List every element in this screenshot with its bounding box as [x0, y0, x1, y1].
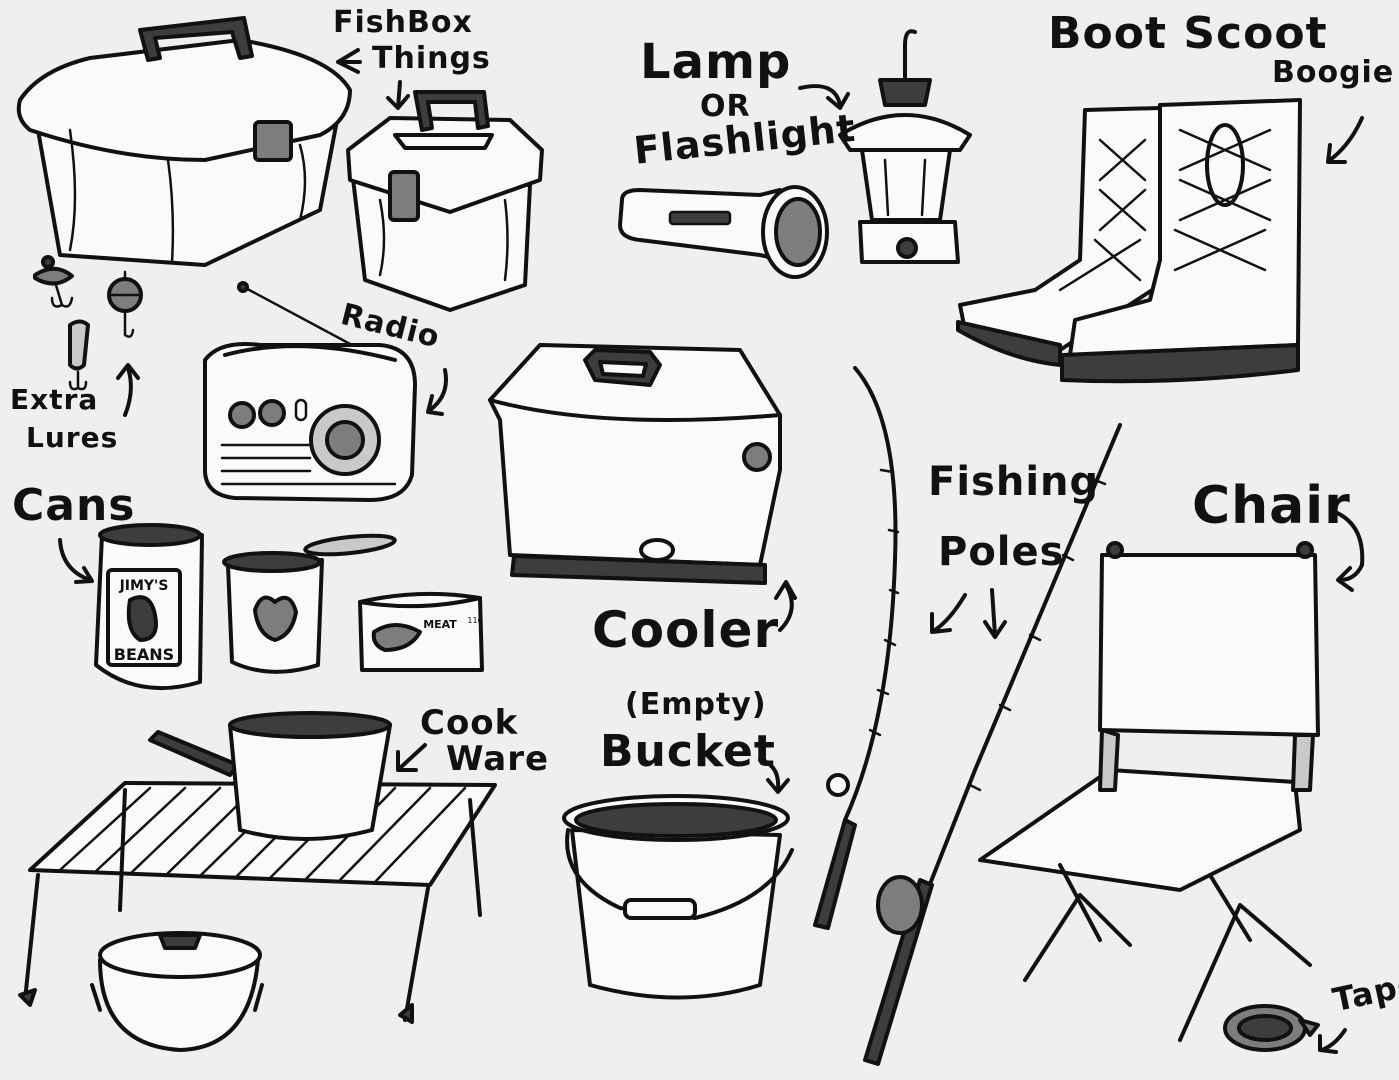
tackle-box-small — [346, 90, 544, 312]
cans: JIMY'S BEANS MEAT 110 — [94, 523, 484, 691]
lantern — [838, 29, 972, 264]
label-fishbox: FishBox — [333, 5, 473, 40]
meat-can-number: 110 — [467, 616, 482, 625]
radio — [203, 281, 417, 502]
label-ware: Ware — [446, 739, 550, 779]
arrow-lamp — [798, 84, 850, 110]
label-or: OR — [700, 89, 751, 124]
label-fishing: Fishing — [928, 459, 1100, 505]
label-poles: Poles — [938, 529, 1065, 575]
label-extra: Extra — [10, 383, 99, 416]
bucket — [562, 794, 794, 1000]
label-bucket: Bucket — [600, 726, 776, 777]
tape-roll — [1223, 1004, 1320, 1052]
annotation-arrows — [58, 48, 1365, 1054]
arrow-bucket — [758, 758, 790, 794]
label-empty: (Empty) — [625, 687, 767, 722]
tackle-box-large — [16, 16, 352, 267]
arrow-tape — [1318, 1028, 1347, 1054]
cooler — [488, 343, 782, 585]
arrow-cans — [58, 538, 94, 584]
arrow-fishbox — [336, 48, 362, 74]
arrow-chair — [1333, 510, 1365, 592]
label-things: Things — [372, 41, 491, 76]
arrow-cookware — [396, 743, 427, 772]
flashlight — [618, 185, 829, 279]
label-boot-scoot: Boot Scoot — [1048, 8, 1328, 59]
beans-can-label-1: JIMY'S — [119, 578, 169, 594]
cookware — [18, 711, 497, 1052]
arrow-pole-1 — [930, 593, 967, 634]
boots — [956, 98, 1302, 384]
arrow-lures — [116, 363, 140, 417]
fishing-lures — [33, 255, 143, 391]
fishing-poles — [813, 366, 1122, 1066]
meat-can-label: MEAT — [423, 618, 457, 631]
arrow-cooler — [774, 580, 797, 632]
label-lures: Lures — [26, 421, 119, 454]
label-chair: Chair — [1192, 476, 1351, 536]
arrow-boots — [1326, 116, 1364, 164]
label-cans: Cans — [12, 480, 136, 531]
arrow-radio — [426, 368, 448, 416]
label-boogie: Boogie — [1272, 55, 1395, 90]
chair — [978, 541, 1320, 1042]
label-cook: Cook — [420, 703, 519, 743]
label-lamp: Lamp — [640, 34, 792, 90]
arrow-things — [386, 80, 410, 110]
label-cooler: Cooler — [592, 601, 780, 659]
arrow-pole-2 — [983, 588, 1007, 639]
beans-can-label-2: BEANS — [114, 645, 174, 664]
